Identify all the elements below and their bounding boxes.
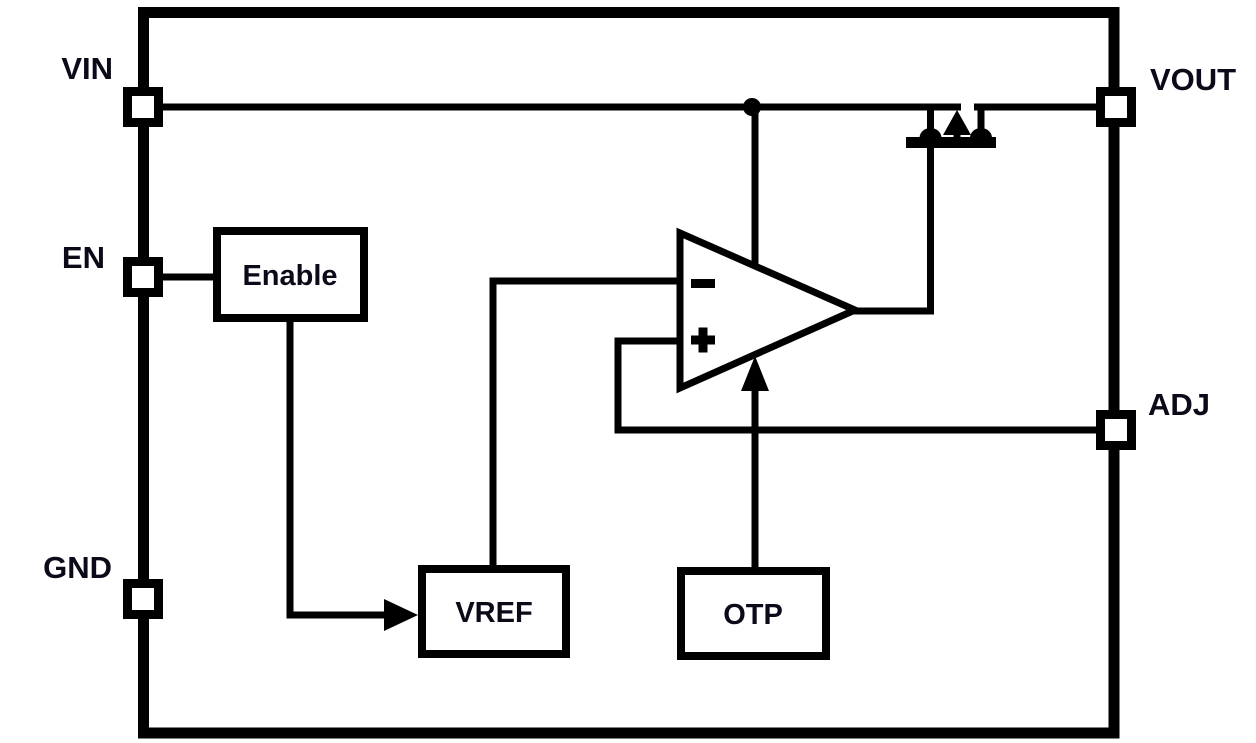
pin-square-vin: [123, 87, 163, 127]
opamp-noninverting-input-icon: [691, 327, 715, 353]
vref-box: [418, 565, 570, 658]
fet-channel-bar: [906, 137, 996, 148]
pin-label-en: EN: [62, 240, 105, 275]
fet-drain-bump: [970, 128, 992, 138]
pin-square-gnd: [123, 579, 163, 619]
wires: [160, 103, 1098, 619]
wire-enable-to-vref: [286, 318, 388, 619]
otp-box: [677, 567, 830, 660]
pin-label-vin: VIN: [61, 51, 113, 86]
enable-label: Enable: [242, 260, 337, 292]
plus-vbar: [698, 327, 708, 353]
fet-source-bump: [919, 128, 942, 138]
vref-label: VREF: [455, 597, 532, 629]
otp-label: OTP: [723, 599, 783, 631]
pin-square-en: [123, 257, 163, 297]
wire-adj-feedback: [614, 337, 1098, 434]
pin-square-vout: [1096, 87, 1136, 127]
opamp-inverting-input-icon: [691, 279, 715, 288]
arrowhead-into-vref: [384, 599, 418, 631]
pin-label-gnd: GND: [43, 550, 112, 585]
opamp-triangle: [676, 227, 864, 394]
chip-boundary: [138, 7, 1120, 739]
enable-block: Enable: [213, 227, 368, 322]
wire-amp-output-to-gate: [853, 146, 934, 315]
otp-block: OTP: [677, 567, 830, 660]
vref-block: VREF: [418, 565, 570, 658]
pins: [123, 87, 1136, 619]
error-amplifier: [676, 227, 864, 394]
pass-transistor-icon: [906, 110, 996, 148]
wire-vref-to-inverting-input: [489, 277, 678, 569]
pin-label-adj: ADJ: [1148, 387, 1210, 422]
fet-body-arrow-head: [943, 110, 971, 135]
pin-square-adj: [1096, 410, 1136, 450]
pin-label-vout: VOUT: [1150, 62, 1236, 97]
enable-box: [213, 227, 368, 322]
junction-dot: [743, 98, 761, 116]
arrowhead-otp-to-amp: [741, 356, 769, 391]
